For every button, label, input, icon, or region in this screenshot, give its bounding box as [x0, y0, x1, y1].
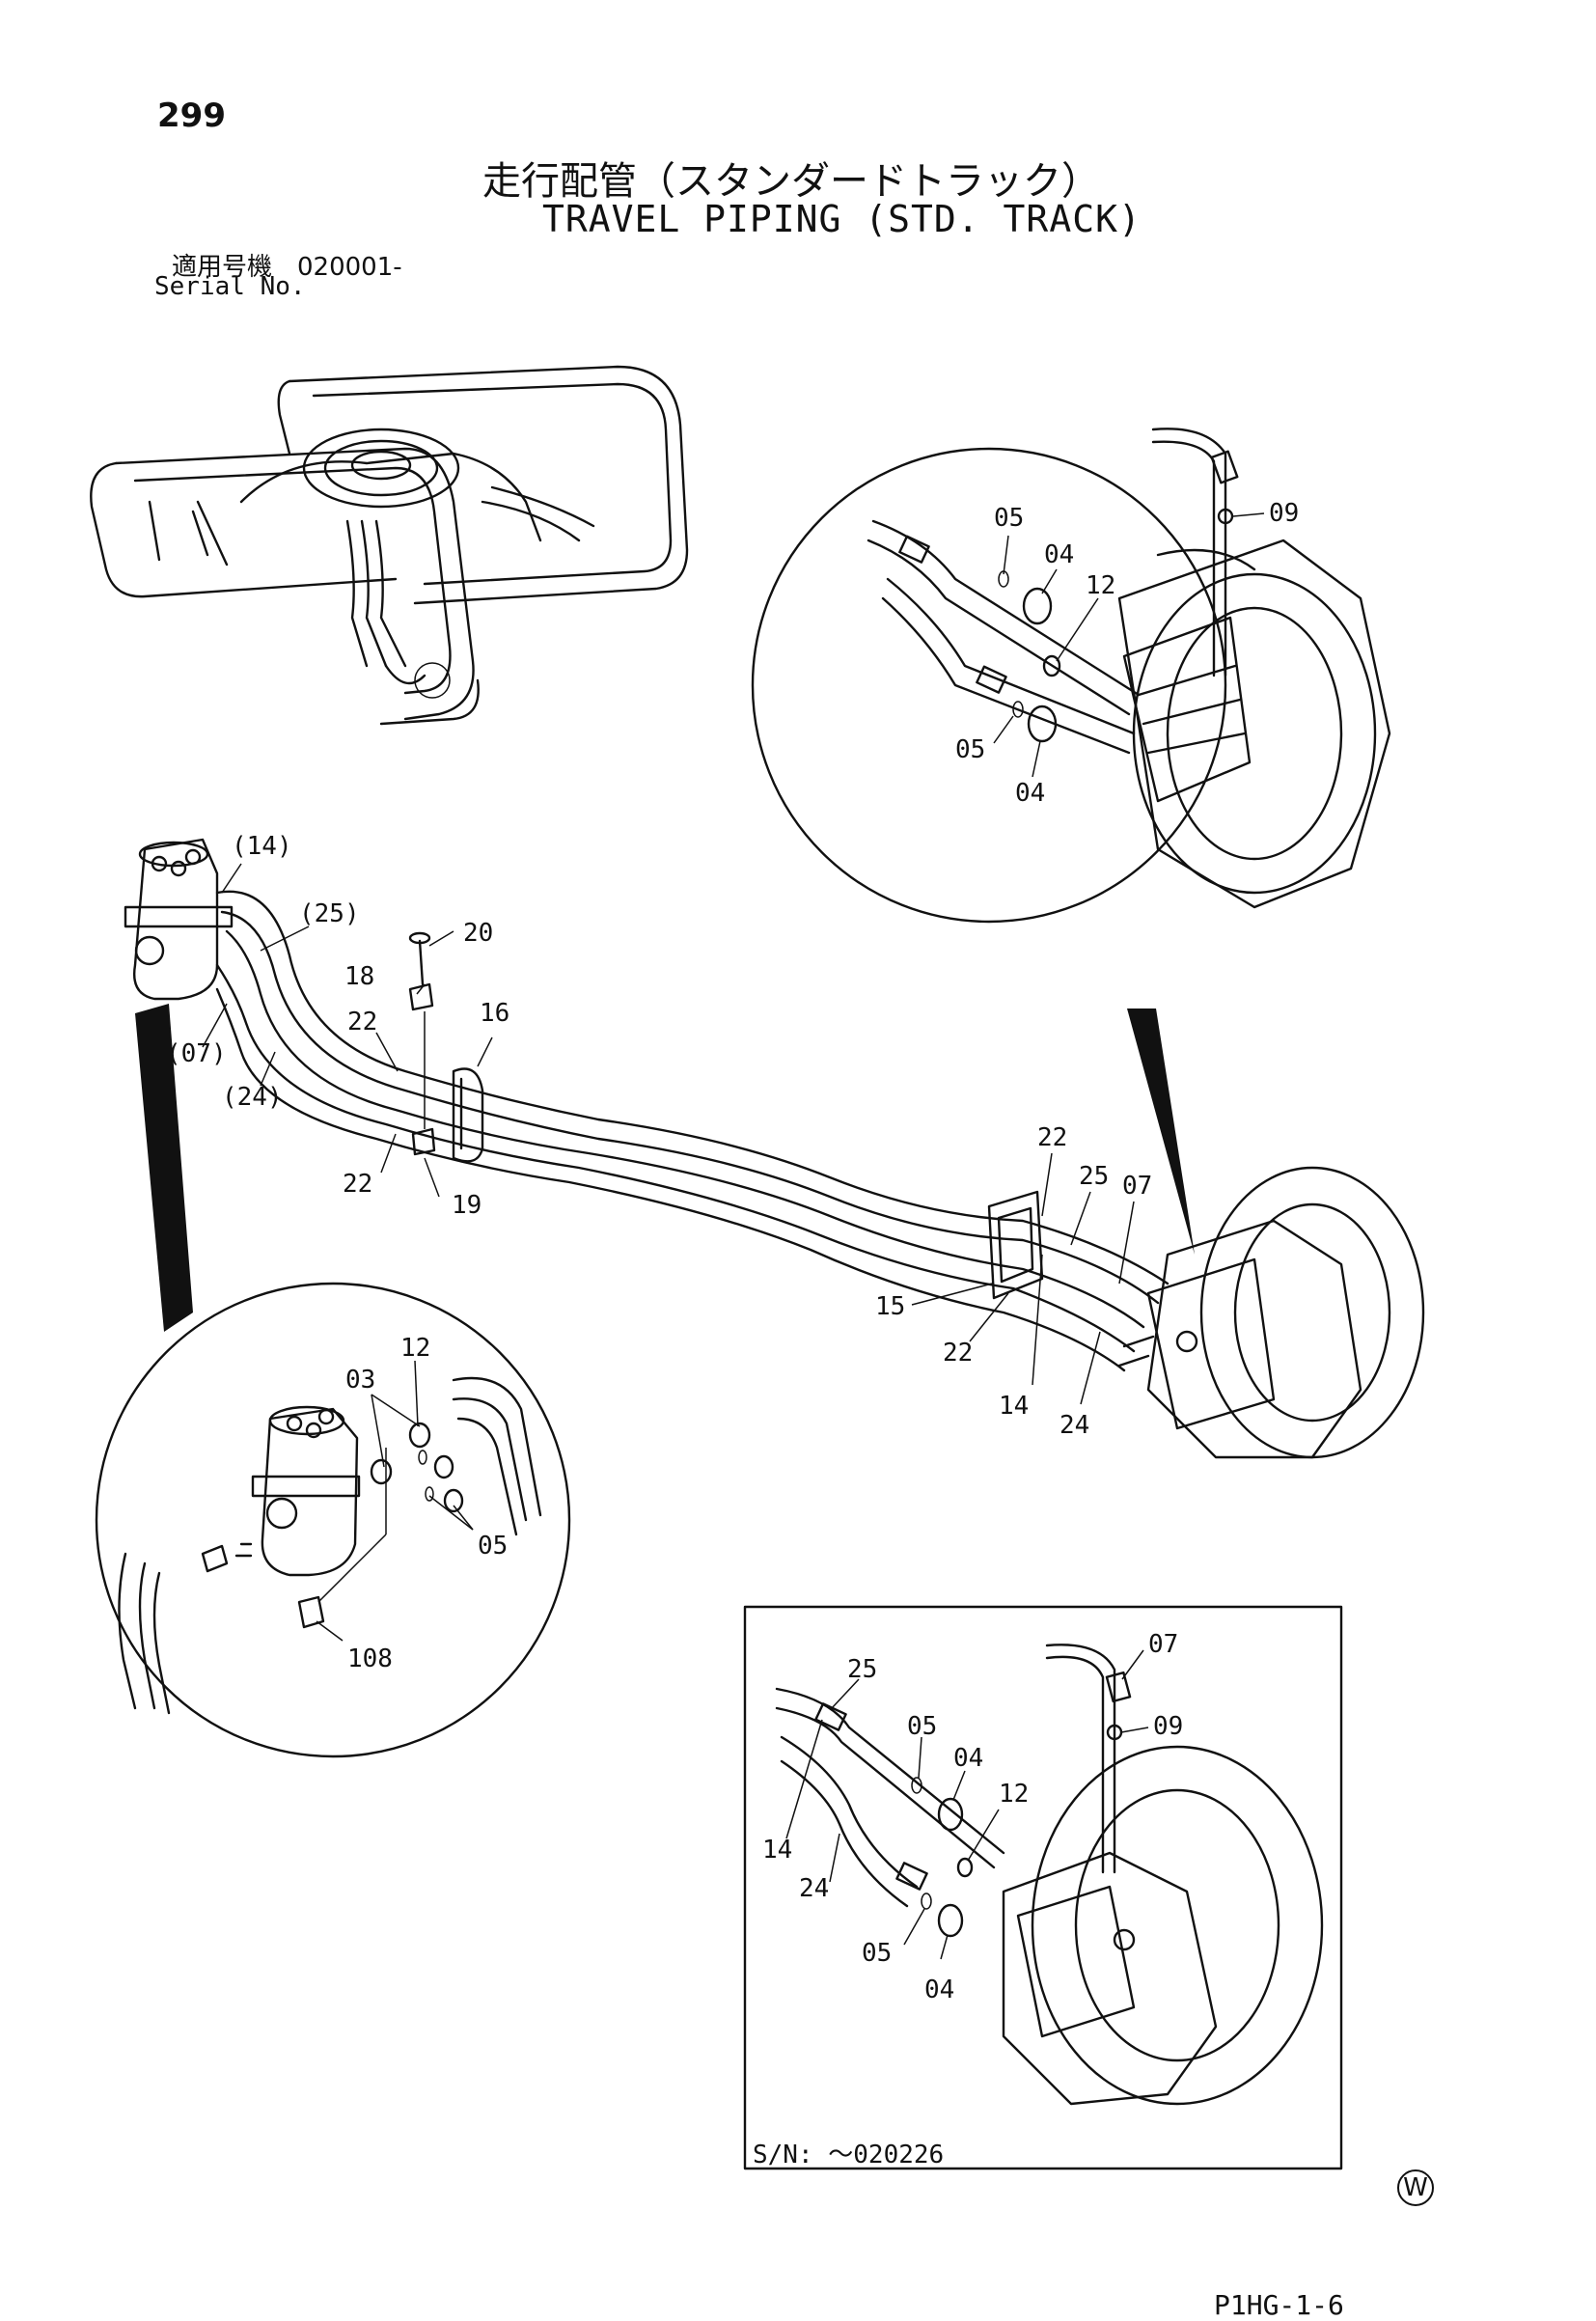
callout-14-inset: 14 [762, 1836, 792, 1865]
page-title-jp: 走行配管（スタンダードトラック） [482, 159, 1100, 204]
callout-05-top: 05 [994, 504, 1024, 533]
callout-22-right-top: 22 [1037, 1123, 1067, 1152]
callout-04-inset: 04 [953, 1744, 983, 1773]
callout-07-paren: (07) [166, 1039, 227, 1068]
callout-04-top: 04 [1044, 540, 1074, 569]
callout-24: 24 [1059, 1411, 1089, 1440]
callout-09-top: 09 [1269, 499, 1299, 528]
serial-applicability-en: Serial No. [154, 272, 306, 301]
detail-circle-top: 05 04 12 09 05 04 [751, 428, 1391, 1255]
callout-20: 20 [463, 919, 493, 948]
callout-22-upper: 22 [347, 1008, 377, 1036]
footer-code: P1HG-1-6 [1214, 2289, 1344, 2321]
callout-04-top-lower: 04 [1015, 779, 1045, 808]
callout-03: 03 [345, 1366, 375, 1395]
callout-25-inset: 25 [847, 1655, 877, 1684]
callout-24-inset: 24 [799, 1874, 829, 1903]
callout-07-inset: 07 [1148, 1630, 1178, 1659]
callout-15: 15 [875, 1292, 905, 1321]
detail-circle-bottom-left: 03 12 05 108 [95, 1282, 571, 1758]
callout-14-paren: (14) [232, 832, 292, 861]
callout-09-inset: 09 [1153, 1712, 1183, 1741]
serial-applicability-jp: 適用号機 020001- [172, 253, 402, 282]
callout-18: 18 [344, 962, 374, 991]
callout-22-right-low: 22 [943, 1339, 973, 1368]
callout-25-paren: (25) [299, 899, 360, 928]
inset-serial-label: S/N: ～020226 [753, 2141, 945, 2169]
callout-05-inset: 05 [907, 1712, 937, 1741]
page-number: 299 [157, 97, 226, 135]
callout-19: 19 [452, 1191, 482, 1220]
callout-12-top: 12 [1086, 571, 1115, 600]
callout-05-left: 05 [478, 1532, 508, 1561]
callout-05-inset-lower: 05 [862, 1939, 892, 1968]
callout-22-lower: 22 [343, 1170, 372, 1199]
undercarriage-overview [90, 365, 689, 726]
callout-14: 14 [999, 1392, 1029, 1421]
callout-12-left: 12 [400, 1334, 430, 1363]
callout-07: 07 [1122, 1172, 1152, 1201]
callout-05-top-lower: 05 [955, 735, 985, 764]
callout-16: 16 [480, 999, 509, 1028]
callout-25: 25 [1079, 1162, 1109, 1191]
watermark-circled-w: W [1397, 2169, 1434, 2206]
callout-108: 108 [347, 1644, 393, 1673]
parts-diagram: 05 04 12 09 05 04 [90, 365, 1425, 2170]
callout-04-inset-lower: 04 [924, 1976, 954, 2004]
page-title-en: TRAVEL PIPING (STD. TRACK) [542, 198, 1142, 240]
detail-inset-box: 07 09 25 05 04 12 14 24 05 04 [743, 1605, 1343, 2170]
callout-24-paren: (24) [222, 1083, 283, 1112]
callout-12-inset: 12 [999, 1780, 1029, 1809]
main-piping-run: (14) (25) (07) (24) 20 18 22 16 22 19 15… [124, 832, 1425, 1459]
